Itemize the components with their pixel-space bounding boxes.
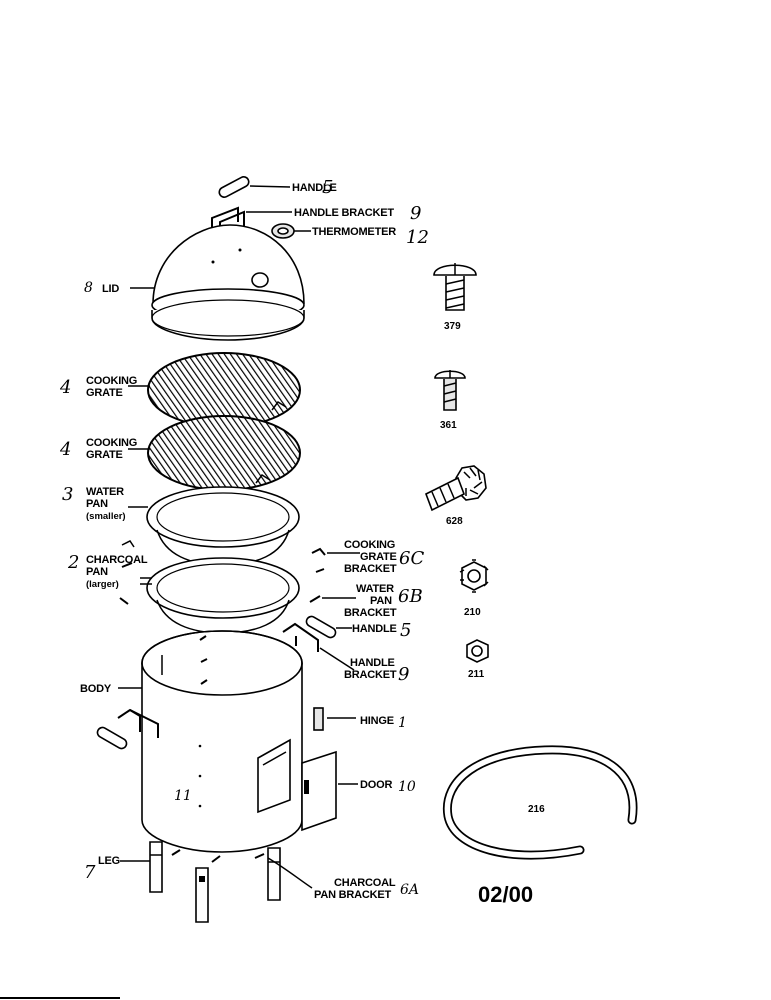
date-code: 02/00: [478, 882, 533, 907]
part-number-211: 211: [468, 669, 485, 680]
nut-211-icon: [466, 639, 489, 663]
part-number-361: 361: [440, 420, 457, 431]
label-charcoal-pan-b: PAN: [86, 566, 108, 578]
charcoal-pan-clips: [119, 540, 135, 605]
cooking-grate-lower: [128, 415, 301, 491]
label-lid: LID: [102, 283, 119, 295]
nut-210-icon: [459, 559, 489, 593]
hand-cooking-grate-1: 4: [59, 377, 71, 398]
label-cooking-grate-2-a: COOKING: [86, 437, 137, 449]
top-handle: [218, 176, 291, 198]
hand-cg-bracket: 6C: [399, 548, 424, 569]
water-pan-bracket-parts: [309, 595, 356, 603]
hand-handle-bracket-top: 9: [410, 203, 421, 224]
label-cg-bracket-c: BRACKET: [344, 563, 397, 575]
hand-thermometer: 12: [406, 227, 429, 248]
label-handle-side: HANDLE: [352, 623, 397, 635]
body: [96, 630, 303, 853]
hand-water-pan: 3: [62, 484, 73, 505]
label-water-pan-b: PAN: [86, 498, 108, 510]
label-hinge: HINGE: [360, 715, 394, 727]
hinge: [313, 707, 356, 731]
legs: [120, 841, 313, 923]
label-water-pan-c: (smaller): [86, 511, 126, 522]
label-cp-bracket-b: PAN BRACKET: [314, 889, 392, 901]
label-handle-top: HANDLE: [292, 182, 337, 194]
gasket-216-icon: [442, 745, 638, 860]
hand-cp-bracket: 6A: [400, 882, 419, 898]
label-handle-bracket-side-b: BRACKET: [344, 669, 397, 681]
lid: [130, 224, 305, 341]
label-handle-bracket-top: HANDLE BRACKET: [294, 207, 394, 219]
hand-charcoal-pan: 2: [67, 552, 79, 573]
part-number-216: 216: [528, 804, 545, 815]
label-cg-bracket-a: COOKING: [344, 539, 395, 551]
label-wp-bracket-a: WATER: [356, 583, 394, 595]
label-charcoal-pan-a: CHARCOAL: [86, 554, 148, 566]
label-leg: LEG: [98, 855, 120, 867]
hand-handle-top: 5: [322, 177, 333, 198]
label-charcoal-pan-c: (larger): [86, 579, 119, 590]
hand-hinge: 1: [398, 715, 407, 731]
label-thermometer: THERMOMETER: [312, 226, 396, 238]
screw-361-icon: [434, 370, 466, 411]
charcoal-pan: [140, 557, 300, 634]
thermometer-icon: [271, 223, 311, 239]
label-body: BODY: [80, 683, 112, 695]
label-wp-bracket-b: PAN: [370, 595, 392, 607]
hand-lid: 8: [84, 280, 93, 296]
water-pan: [128, 486, 300, 566]
part-number-628: 628: [446, 516, 463, 527]
hand-handle-side: 5: [400, 620, 411, 641]
part-number-379: 379: [444, 321, 461, 332]
hand-handle-bracket-side: 9: [398, 664, 409, 685]
hand-body: 11: [174, 788, 192, 804]
hand-wp-bracket: 6B: [398, 586, 423, 607]
side-handle-bracket: [282, 622, 355, 671]
label-door: DOOR: [360, 779, 392, 791]
side-handle: [305, 615, 352, 639]
hand-door: 10: [398, 779, 416, 795]
label-cg-bracket-b: GRATE: [360, 551, 397, 563]
hand-leg: 7: [84, 862, 96, 883]
label-handle-bracket-side-a: HANDLE: [350, 657, 395, 669]
door: [301, 750, 358, 832]
label-water-pan-a: WATER: [86, 486, 124, 498]
label-cooking-grate-1-a: COOKING: [86, 375, 137, 387]
bolt-628-icon: [424, 465, 487, 512]
label-cooking-grate-2-b: GRATE: [86, 449, 123, 461]
label-cp-bracket-a: CHARCOAL: [334, 877, 396, 889]
screw-379-icon: [433, 263, 477, 311]
label-cooking-grate-1-b: GRATE: [86, 387, 123, 399]
part-number-210: 210: [464, 607, 481, 618]
hand-cooking-grate-2: 4: [59, 439, 71, 460]
cooking-grate-bracket-parts: [311, 547, 360, 573]
label-wp-bracket-c: BRACKET: [344, 607, 397, 619]
